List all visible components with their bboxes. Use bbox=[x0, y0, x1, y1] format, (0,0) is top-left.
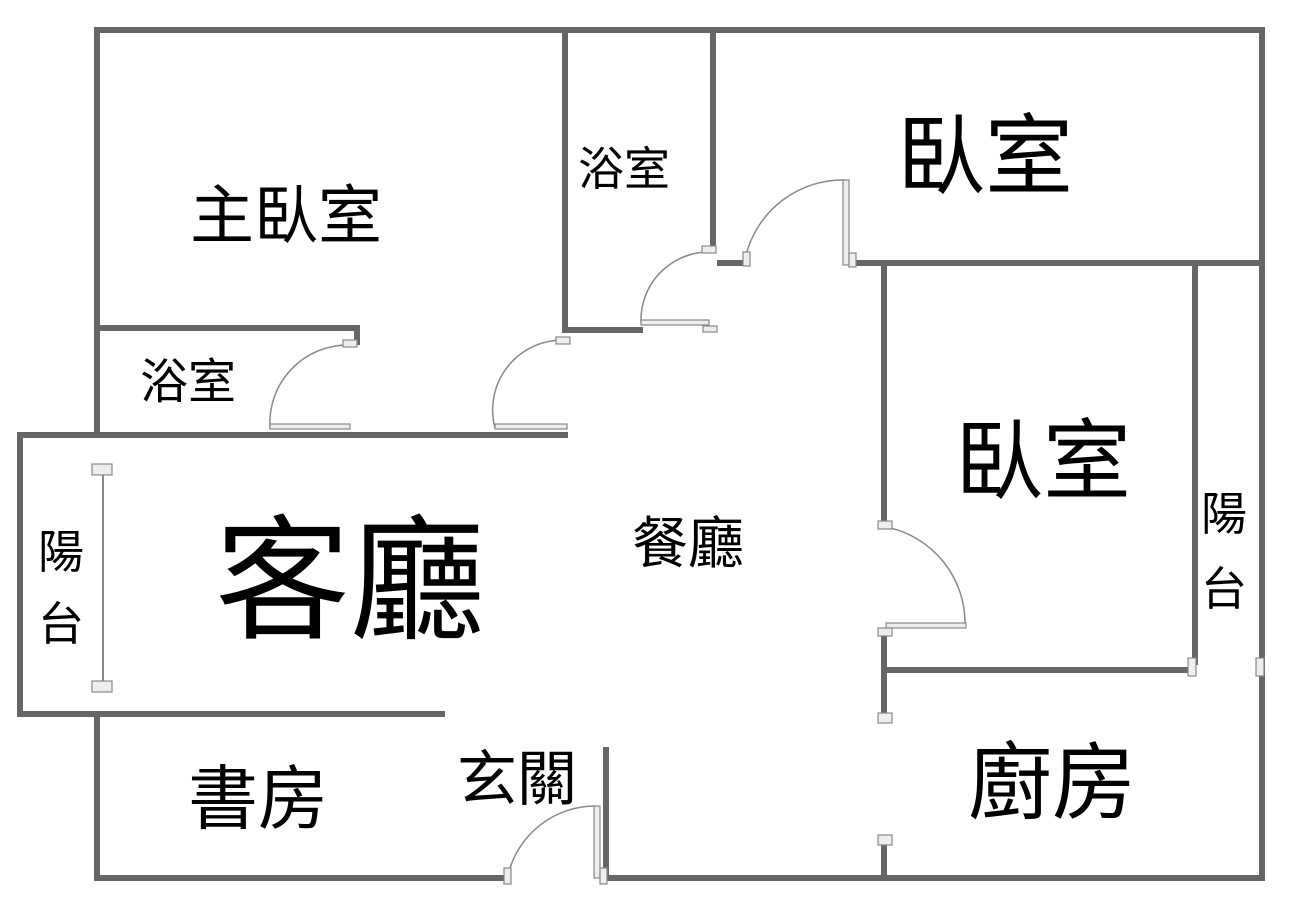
label-balcony-right-1: 陽 bbox=[1201, 487, 1247, 541]
walls bbox=[17, 27, 1265, 881]
door-master-bath[interactable] bbox=[269, 344, 349, 429]
label-entrance: 玄關 bbox=[457, 745, 577, 815]
label-bedroom-right: 臥室 bbox=[955, 410, 1131, 513]
door-bedroom-top[interactable] bbox=[745, 179, 846, 256]
room-labels: 主臥室 浴室 臥室 浴室 臥室 陽 台 客廳 餐廳 陽 台 書房 玄關 廚房 bbox=[38, 105, 1247, 840]
label-bedroom-top: 臥室 bbox=[897, 105, 1073, 208]
door-upper-bath[interactable] bbox=[640, 251, 708, 323]
label-balcony-right-2: 台 bbox=[1201, 562, 1247, 616]
doors[interactable] bbox=[269, 179, 1265, 885]
label-dining-room: 餐廳 bbox=[632, 512, 744, 577]
label-study: 書房 bbox=[188, 758, 328, 840]
label-kitchen: 廚房 bbox=[968, 734, 1136, 832]
label-balcony-left-2: 台 bbox=[38, 597, 84, 651]
label-bath-left: 浴室 bbox=[140, 354, 236, 410]
label-master-bedroom: 主臥室 bbox=[190, 180, 382, 254]
door-bedroom-right[interactable] bbox=[885, 526, 966, 626]
label-living-room: 客廳 bbox=[215, 503, 485, 660]
door-entrance[interactable] bbox=[507, 805, 597, 876]
door-master-bedroom[interactable] bbox=[491, 339, 566, 429]
label-balcony-left-1: 陽 bbox=[38, 525, 84, 579]
label-bath-upper: 浴室 bbox=[578, 142, 670, 196]
